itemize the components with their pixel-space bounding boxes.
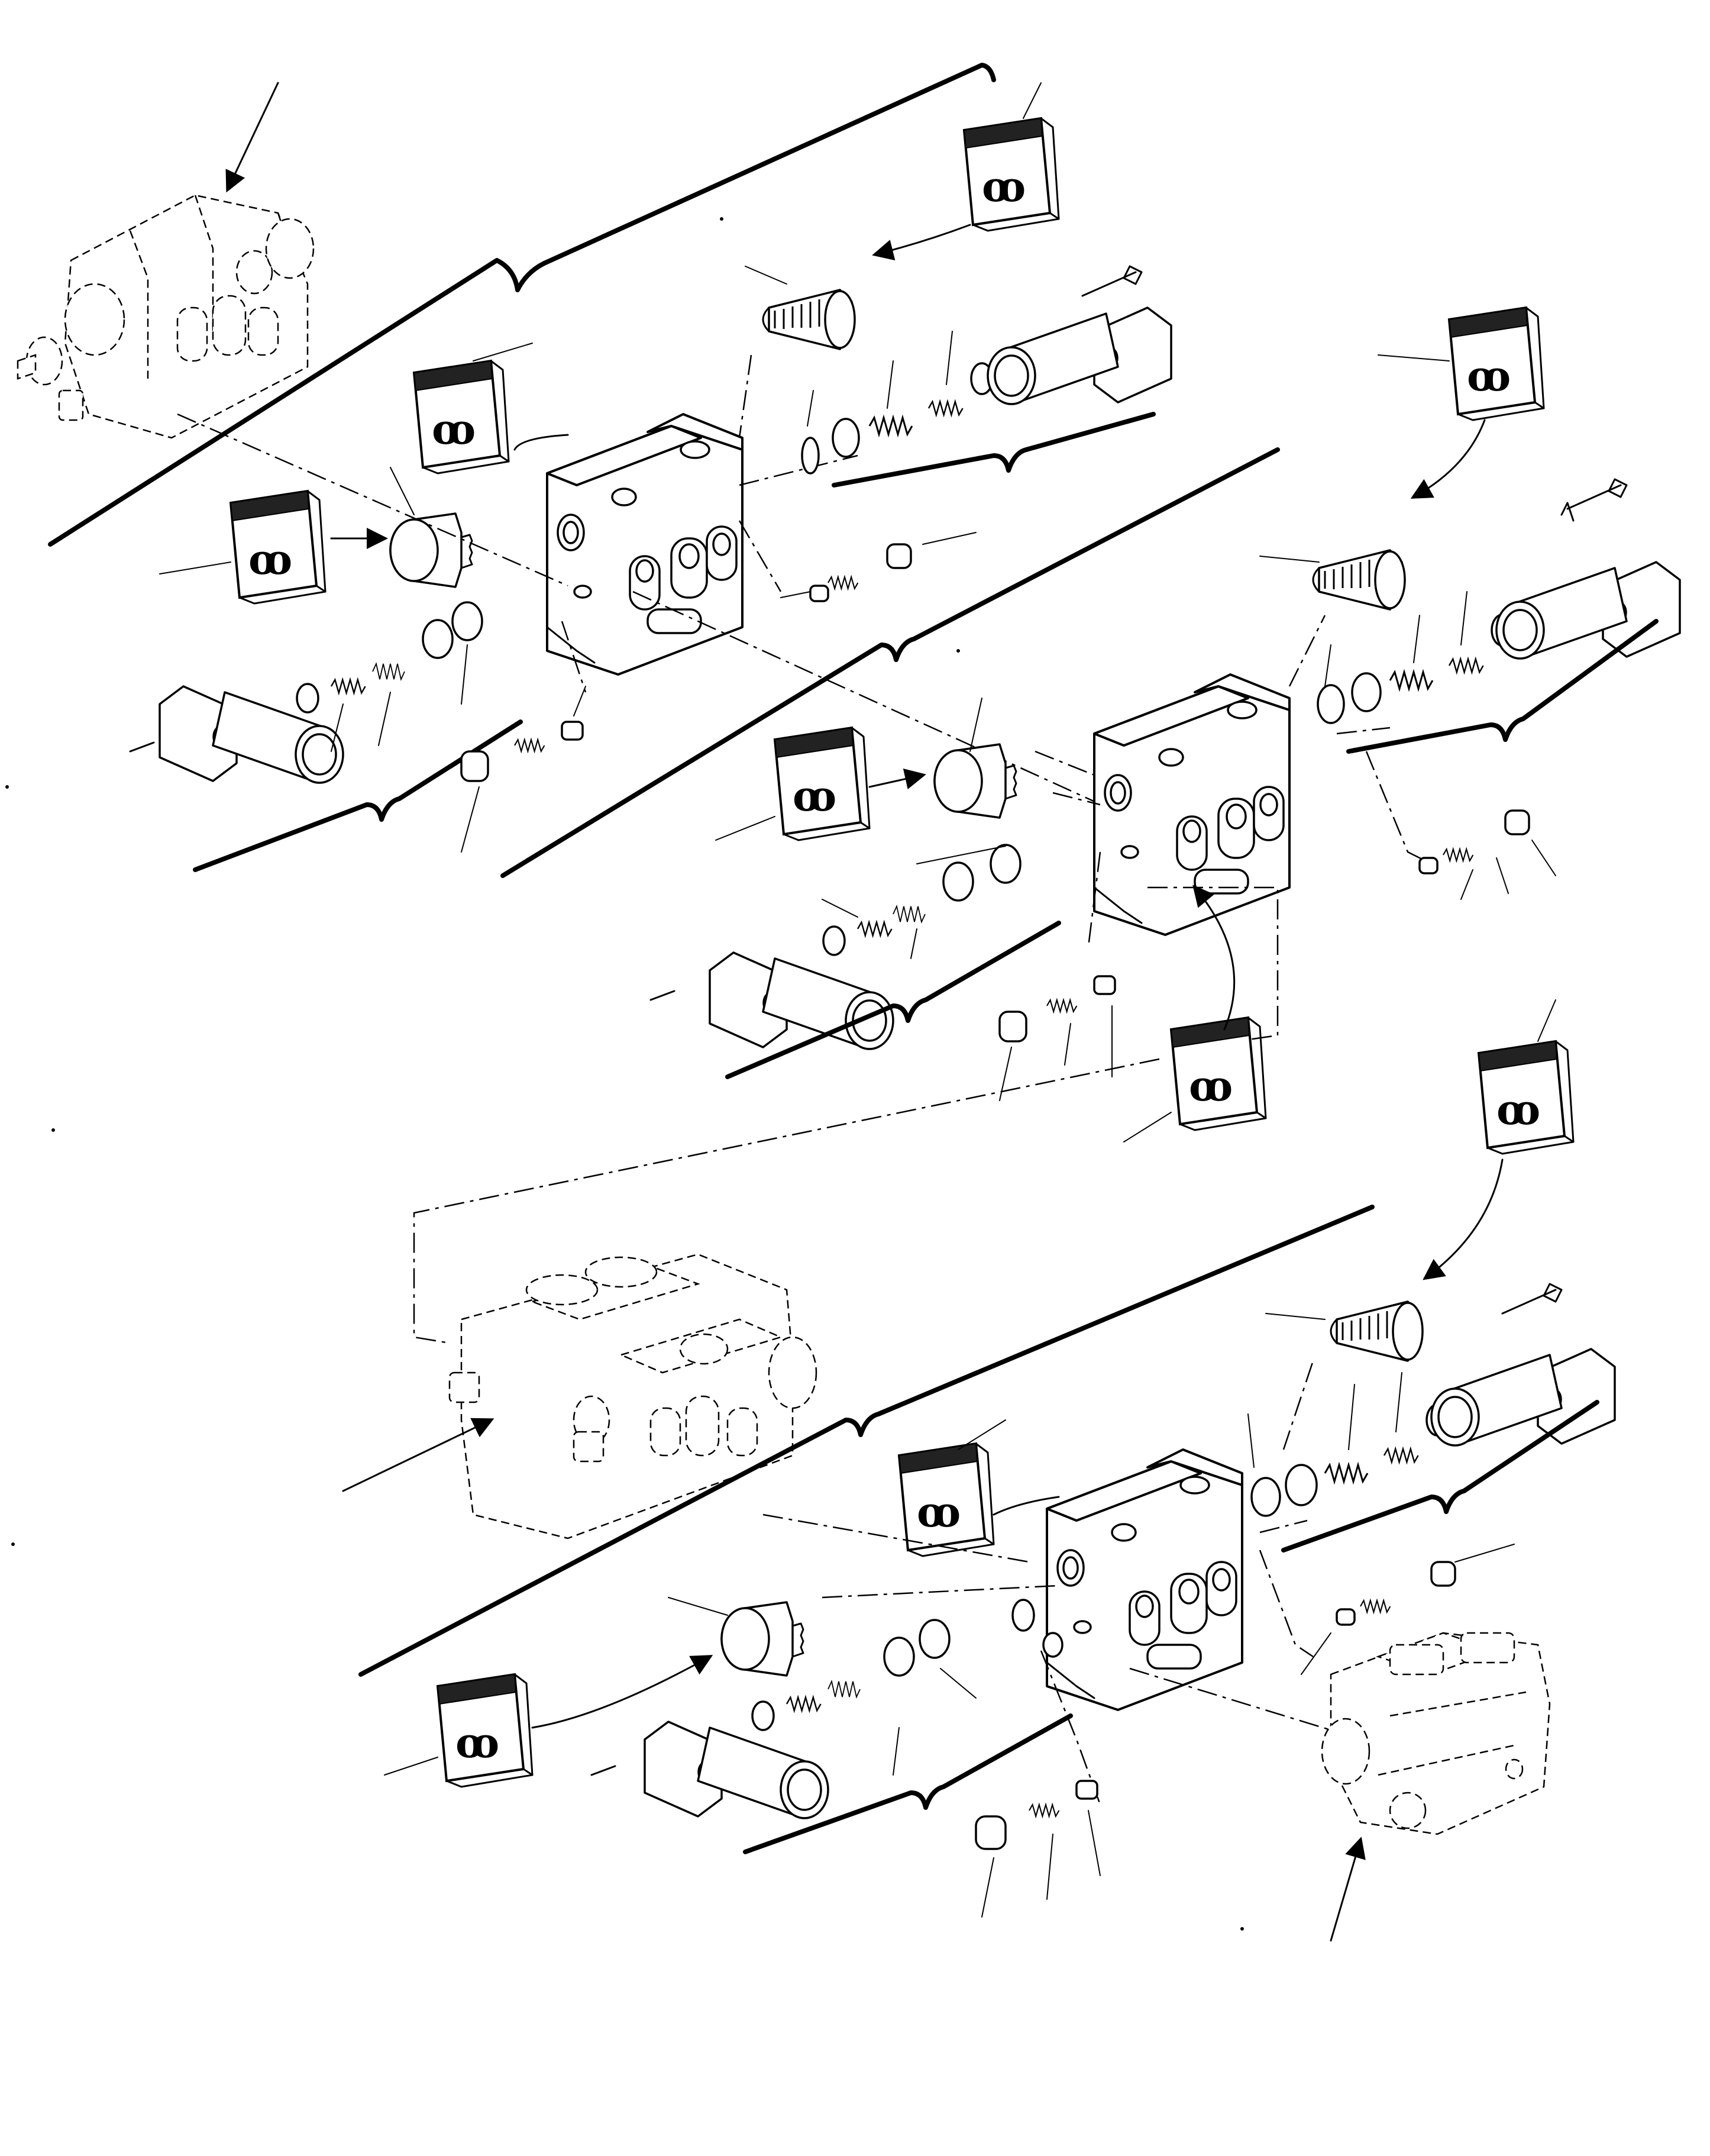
ghost-valve-block-3b — [1321, 1632, 1551, 1835]
plug-bottom-2 — [998, 975, 1116, 1101]
plug-bottom-1 — [460, 686, 586, 853]
reference-tag-9-glyph: ꝏ — [455, 1718, 499, 1767]
assembly-group-1: ꝏ ꝏ ꝏ — [17, 63, 1280, 878]
spool-stack-left-1 — [129, 601, 483, 784]
sub-brace-1a — [832, 412, 1156, 488]
plug-parts-1 — [780, 532, 977, 602]
spool-stack-left-2 — [649, 844, 1022, 1050]
sub-brace-2a — [1346, 619, 1659, 754]
reference-tag-7-glyph: ꝏ — [1496, 1085, 1540, 1134]
reference-tag-2: ꝏ — [413, 360, 510, 475]
reference-tag-1-glyph: ꝏ — [248, 535, 292, 584]
cap-nut-1 — [389, 512, 473, 588]
cap-nut-2 — [933, 743, 1017, 819]
sub-brace-3b — [743, 1713, 1073, 1854]
reference-tag-6-glyph: ꝏ — [1189, 1061, 1233, 1111]
spool-stack-right-2 — [1317, 478, 1681, 724]
reference-tag-8: ꝏ — [898, 1442, 995, 1557]
reference-tag-2-glyph: ꝏ — [432, 405, 476, 454]
assembly-group-2: ꝏ ꝏ — [413, 306, 1681, 1344]
sub-brace-3a — [1281, 1400, 1599, 1553]
plug-bottom-3 — [975, 1780, 1101, 1918]
reference-tag-6: ꝏ — [1170, 1016, 1267, 1131]
plug-parts-2 — [1418, 809, 1556, 900]
plug-parts-3 — [1301, 1544, 1515, 1675]
assembly-group-3: ꝏ ꝏ ꝏ — [342, 999, 1616, 1942]
ghost-valve-block-3 — [448, 1253, 817, 1539]
relief-valve-1 — [762, 289, 856, 350]
scan-dots — [5, 217, 1244, 1931]
ghost-valve-block-1 — [17, 194, 315, 439]
relief-valve-3 — [1330, 1300, 1424, 1362]
reference-tag-7: ꝏ — [1478, 1040, 1575, 1155]
reference-tag-4-glyph: ꝏ — [1467, 351, 1511, 401]
reference-tag-1: ꝏ — [229, 490, 327, 605]
valve-section-body-3 — [1046, 1448, 1243, 1711]
sub-brace-2b — [725, 921, 1061, 1079]
sub-brace-1b — [193, 719, 523, 872]
group-brace-1-top — [48, 63, 996, 547]
relief-valve-2 — [1312, 549, 1406, 611]
reference-tag-9: ꝏ — [437, 1673, 534, 1788]
reference-tag-3-glyph: ꝏ — [982, 162, 1026, 211]
valve-section-body-1 — [546, 413, 744, 676]
reference-tag-3: ꝏ — [963, 117, 1060, 232]
spool-stack-left-3 — [590, 1599, 1064, 1819]
spool-stack-right-1 — [801, 265, 1172, 475]
reference-tag-5-glyph: ꝏ — [793, 772, 836, 821]
valve-section-body-2 — [1093, 673, 1291, 936]
reference-tag-5: ꝏ — [774, 727, 871, 841]
cap-nut-3 — [720, 1601, 804, 1677]
reference-tag-8-glyph: ꝏ — [917, 1487, 961, 1537]
group-brace-1-bottom — [500, 447, 1280, 878]
group-brace-3-top — [358, 1205, 1375, 1677]
spool-stack-right-3 — [1247, 1283, 1616, 1517]
reference-tag-4: ꝏ — [1448, 306, 1545, 421]
